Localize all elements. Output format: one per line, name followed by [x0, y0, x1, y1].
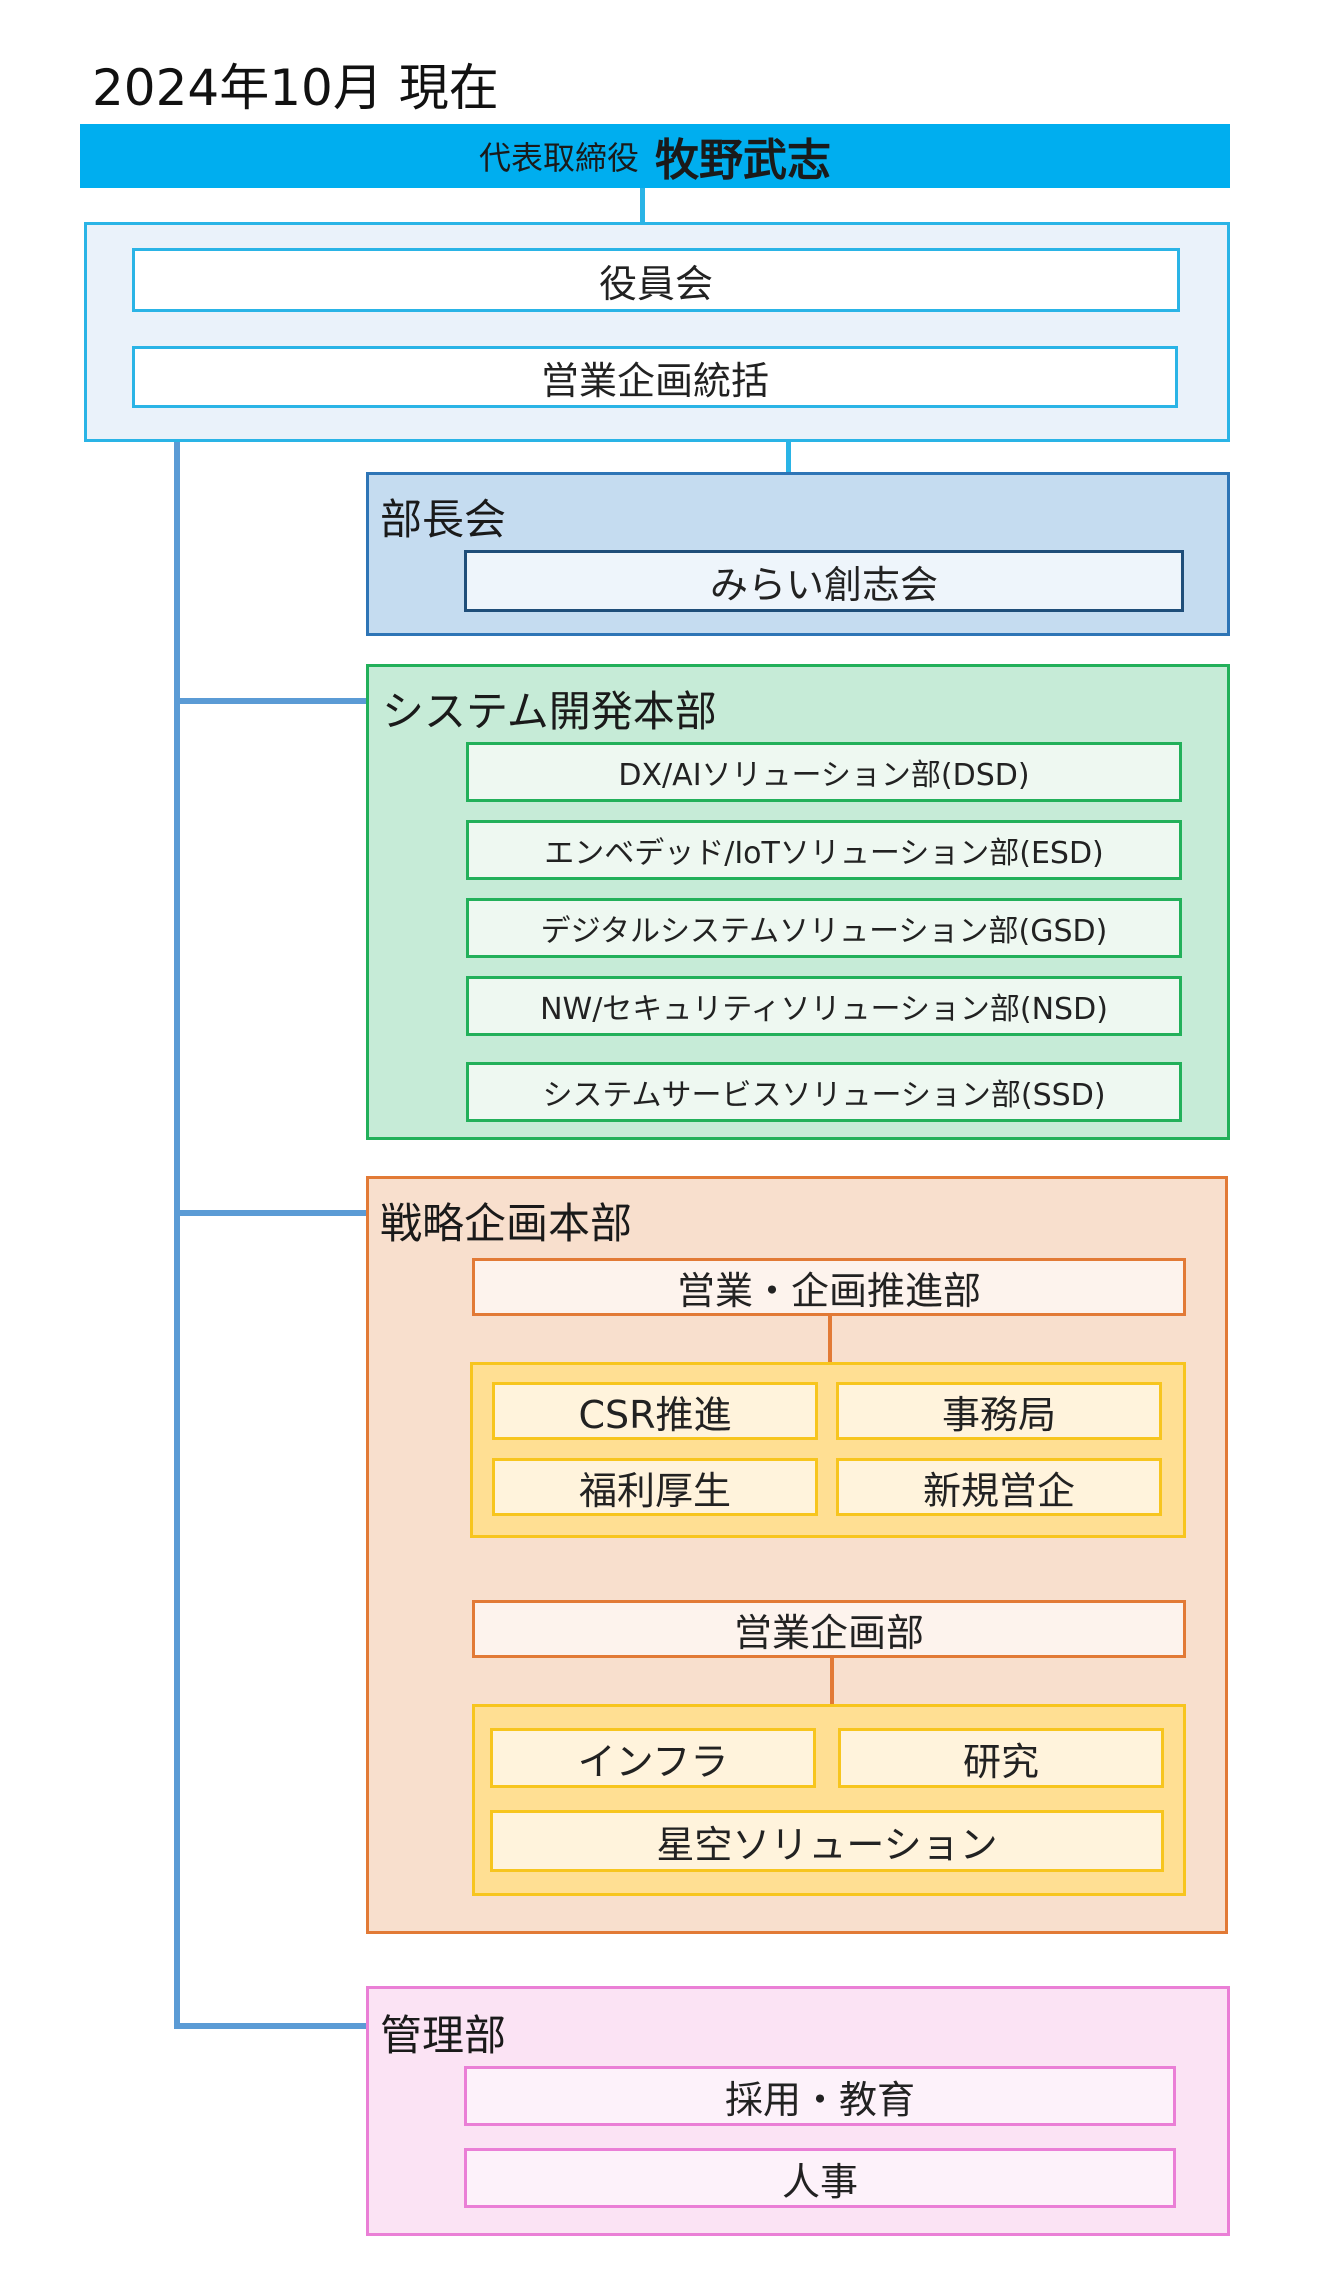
sales-planning-box: 営業企画統括: [132, 346, 1178, 408]
team-new-sales-planning: 新規営企: [836, 1458, 1162, 1516]
dept-ssd: システムサービスソリューション部(SSD): [466, 1062, 1182, 1122]
team-recruitment-education: 採用・教育: [464, 2066, 1176, 2126]
branch-strategy: [174, 1210, 366, 1216]
team-hr: 人事: [464, 2148, 1176, 2208]
dept-gsd: デジタルシステムソリューション部(GSD): [466, 898, 1182, 958]
group1-connector: [828, 1316, 832, 1362]
team-welfare: 福利厚生: [492, 1458, 818, 1516]
mirai-soshikai-box: みらい創志会: [464, 550, 1184, 612]
ceo-box: 代表取締役 牧野武志: [80, 124, 1230, 188]
trunk-line: [174, 442, 180, 2029]
branch-system: [174, 698, 366, 704]
bucho-kai-title: 部長会: [380, 495, 507, 544]
dept-nsd: NW/セキュリティソリューション部(NSD): [466, 976, 1182, 1036]
team-research: 研究: [838, 1728, 1164, 1788]
system-division-title: システム開発本部: [382, 687, 717, 736]
team-secretariat: 事務局: [836, 1382, 1162, 1440]
ceo-name: 牧野武志: [655, 135, 831, 186]
ceo-connector: [640, 188, 645, 222]
team-hoshizora-solution: 星空ソリューション: [490, 1810, 1164, 1872]
exec-to-bucho-connector: [786, 442, 791, 472]
team-infra: インフラ: [490, 1728, 816, 1788]
board-box: 役員会: [132, 248, 1180, 312]
dept-esd: エンベデッド/IoTソリューション部(ESD): [466, 820, 1182, 880]
strategy-division-title: 戦略企画本部: [380, 1199, 633, 1248]
admin-division-title: 管理部: [380, 2011, 507, 2060]
sales-promotion-dept-box: 営業・企画推進部: [472, 1258, 1186, 1316]
date-label: 2024年10月 現在: [92, 59, 499, 117]
group2-connector: [830, 1658, 834, 1704]
dept-dsd: DX/AIソリューション部(DSD): [466, 742, 1182, 802]
team-csr: CSR推進: [492, 1382, 818, 1440]
ceo-role: 代表取締役: [478, 139, 639, 177]
sales-planning-dept-box: 営業企画部: [472, 1600, 1186, 1658]
branch-admin: [174, 2023, 366, 2029]
